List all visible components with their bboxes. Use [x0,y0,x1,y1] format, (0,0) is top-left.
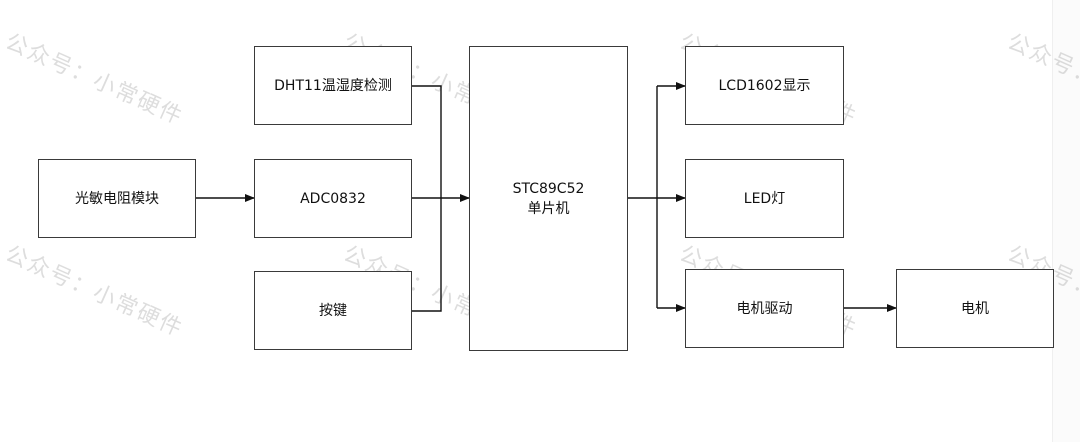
block-label: 按键 [319,302,347,319]
line-dht11-to-bus [411,85,442,198]
block-motor: 电机 [896,269,1054,348]
block-adc: ADC0832 [254,159,412,238]
block-label: LCD1602显示 [718,77,811,94]
block-label: 光敏电阻模块 [75,190,159,207]
block-led: LED灯 [685,159,844,238]
scrollbar-track [1052,0,1080,442]
block-dht11: DHT11温湿度检测 [254,46,412,125]
block-mcu: STC89C52 单片机 [469,46,628,351]
block-lcd: LCD1602显示 [685,46,844,125]
block-label: DHT11温湿度检测 [274,77,392,94]
block-motor-driver: 电机驱动 [685,269,844,348]
block-label: 电机驱动 [736,300,793,317]
block-label: LED灯 [743,190,786,207]
block-label: 电机 [961,300,989,317]
block-photoresistor: 光敏电阻模块 [38,159,196,238]
line-keys-to-bus [411,198,442,312]
block-label: STC89C52 单片机 [512,180,585,217]
block-keys: 按键 [254,271,412,350]
block-label: ADC0832 [300,190,366,207]
